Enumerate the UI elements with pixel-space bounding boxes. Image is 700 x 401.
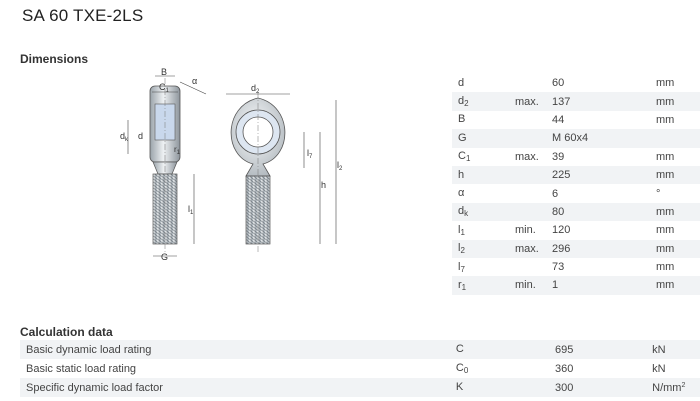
dimension-unit: mm — [656, 261, 675, 274]
calculation-symbol: C0 — [455, 362, 469, 375]
dimension-value: 1 — [552, 276, 656, 295]
label-d2: d2 — [251, 83, 260, 95]
calculation-row: Basic static load rating C0 360 kN — [20, 359, 700, 378]
calculation-label: Specific dynamic load factor — [20, 378, 456, 397]
dimension-value: M 60x4 — [552, 129, 656, 148]
dimension-row: B 44 mm — [452, 111, 700, 129]
calculation-value: 300 — [554, 378, 653, 397]
dimension-row: l1 min. 120 mm — [452, 221, 700, 239]
dimensions-heading: Dimensions — [20, 52, 89, 66]
dimension-value: 137 — [552, 92, 656, 111]
label-alpha: α — [192, 76, 197, 86]
dimension-unit: mm — [656, 202, 700, 222]
dimension-qualifier: max. — [515, 150, 539, 163]
dimension-symbol: l2 — [452, 239, 515, 258]
calculation-symbol: C — [455, 340, 555, 359]
calculation-value: 360 — [554, 362, 574, 375]
label-h: h — [321, 180, 326, 190]
calculation-value: 695 — [554, 340, 653, 359]
bearing-drawing: B C1 α dk d r1 l1 G d2 l7 h l2 — [120, 67, 343, 262]
label-r1: r1 — [174, 145, 181, 156]
dimension-symbol: l1 — [458, 223, 465, 237]
dimension-unit: mm — [656, 150, 675, 163]
dimension-unit: mm — [656, 276, 700, 295]
dimension-symbol: r1 — [452, 276, 515, 295]
dimension-value: 60 — [552, 77, 565, 90]
dimension-unit: ° — [656, 187, 661, 200]
dimension-symbol: dk — [452, 202, 515, 222]
dimension-row: d 60 mm — [452, 74, 700, 92]
dimension-unit: mm — [656, 224, 675, 237]
dimension-unit: mm — [656, 92, 700, 111]
dimension-unit: mm — [656, 165, 700, 185]
label-l2: l2 — [337, 160, 343, 172]
dimension-row: C1 max. 39 mm — [452, 148, 700, 166]
label-l1: l1 — [188, 204, 194, 216]
dimension-qualifier — [515, 74, 552, 92]
calculation-unit: N/mm2 — [652, 378, 700, 397]
dimension-row: α 6 ° — [452, 184, 700, 202]
label-C1: C1 — [159, 82, 170, 94]
dimension-qualifier: max. — [515, 239, 552, 258]
dimension-unit: mm — [656, 239, 700, 258]
dimension-row: G M 60x4 — [452, 129, 700, 148]
dimension-value: 225 — [552, 165, 656, 185]
dimension-value: 73 — [552, 261, 565, 274]
dimension-value: 6 — [552, 187, 559, 200]
label-l7: l7 — [307, 148, 313, 160]
calculation-symbol: K — [455, 378, 555, 397]
side-view: B C1 α dk d r1 l1 G — [120, 67, 207, 262]
dimension-unit: mm — [656, 113, 675, 126]
dimension-qualifier — [515, 165, 552, 185]
dimension-row: l7 73 mm — [452, 258, 700, 276]
dimension-qualifier — [515, 202, 552, 222]
dimension-qualifier: min. — [515, 276, 552, 295]
dimension-value: 296 — [552, 239, 656, 258]
dimension-value: 80 — [552, 202, 656, 222]
front-view: d2 l7 h l2 — [226, 83, 343, 254]
page-title: SA 60 TXE-2LS — [22, 6, 144, 25]
dimension-value: 44 — [552, 113, 565, 126]
dimension-symbol: h — [452, 165, 515, 185]
dimension-unit: mm — [656, 77, 675, 90]
label-dk: dk — [120, 131, 129, 143]
calculation-unit: kN — [652, 362, 666, 375]
dimension-qualifier — [515, 129, 552, 148]
calculation-label: Basic static load rating — [26, 362, 137, 375]
dimension-value: 39 — [552, 150, 565, 163]
label-B: B — [161, 67, 167, 77]
calculation-unit: kN — [652, 340, 700, 359]
dimension-symbol: d — [458, 76, 465, 89]
dimension-symbol: C1 — [458, 150, 471, 164]
dimension-qualifier: max. — [515, 92, 552, 111]
calculation-label: Basic dynamic load rating — [20, 340, 456, 359]
dimension-symbol: B — [458, 113, 466, 126]
dimension-symbol: d2 — [452, 92, 515, 111]
dimension-symbol: α — [458, 187, 465, 200]
dimension-qualifier — [515, 184, 552, 202]
dimension-unit — [656, 129, 700, 148]
label-d: d — [138, 131, 143, 141]
dimension-symbol: G — [452, 129, 515, 148]
dimension-value: 120 — [552, 224, 571, 237]
label-G: G — [161, 252, 168, 262]
dimension-qualifier: min. — [515, 224, 536, 237]
dimension-qualifier — [515, 258, 552, 276]
dimension-qualifier — [515, 111, 552, 129]
calculation-heading: Calculation data — [20, 325, 113, 339]
dimension-symbol: l7 — [458, 260, 465, 274]
